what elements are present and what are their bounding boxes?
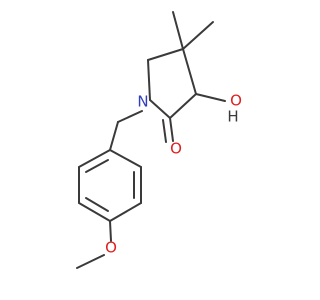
bond-n-c5 <box>147 59 151 101</box>
bond-c2-carbonyl-o-2 <box>162 119 167 143</box>
bond-c5-c4 <box>147 48 184 61</box>
nitrogen-label: N <box>137 93 148 111</box>
bond-c4-c3 <box>182 48 197 95</box>
hydroxyl-oxygen-label: O <box>230 92 242 110</box>
benzene-bond-3 <box>109 202 142 222</box>
benzene-inner-bond-2 <box>85 197 109 212</box>
bond-c3-oh <box>195 93 226 102</box>
benzene-bond-1 <box>109 149 142 168</box>
structure-canvas: N O H O O <box>76 11 242 269</box>
bond-methoxy-o-ch3 <box>76 254 105 269</box>
bond-c2-carbonyl-o-1 <box>169 117 174 142</box>
bond-c4-methyl-right <box>182 21 214 50</box>
bond-aryl-methoxy-o <box>109 220 112 242</box>
benzene-inner-bond-3 <box>85 159 109 173</box>
bond-c4-methyl-left <box>172 11 184 50</box>
bond-n-ch2 <box>117 110 143 123</box>
bond-c3-c2 <box>169 93 197 119</box>
bond-ch2-aryl <box>109 121 119 151</box>
carbonyl-oxygen-label: O <box>170 140 182 158</box>
methoxy-oxygen-label: O <box>105 239 117 257</box>
bond-c2-n <box>149 99 171 119</box>
benzene-bond-6 <box>78 149 111 168</box>
hydroxyl-hydrogen-label: H <box>227 108 238 126</box>
molecule-structure: N O H O O <box>76 11 242 269</box>
benzene-bond-4 <box>78 202 111 222</box>
